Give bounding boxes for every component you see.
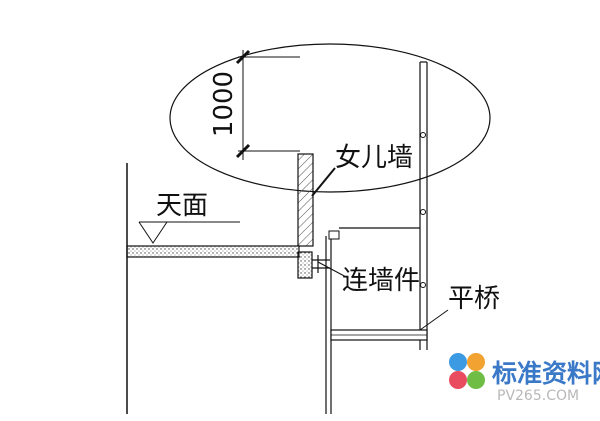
wall-tie-leader bbox=[317, 261, 349, 279]
dimension-line bbox=[235, 49, 300, 160]
inner-scaffold-post bbox=[325, 236, 332, 414]
ring-beam bbox=[297, 251, 313, 279]
outer-post-coupler bbox=[420, 132, 426, 288]
highlight-ellipse bbox=[169, 43, 491, 193]
watermark-logo bbox=[449, 353, 485, 389]
watermark-title: 标准资料网 bbox=[492, 359, 600, 388]
flat-bridge-label: 平桥 bbox=[448, 284, 500, 314]
outer-scaffold-post bbox=[419, 61, 428, 340]
wall-tie-label: 连墙件 bbox=[342, 266, 420, 296]
dimension-value: 1000 bbox=[209, 71, 239, 137]
roof-level-marker bbox=[138, 221, 240, 244]
parapet-leader bbox=[311, 167, 336, 197]
watermark-url: PV265.COM bbox=[497, 388, 579, 404]
lower-scaffold-post bbox=[419, 340, 428, 350]
parapet-label: 女儿墙 bbox=[335, 143, 413, 173]
guard-rail-cap bbox=[328, 230, 340, 240]
flat-bridge-leader bbox=[419, 309, 449, 331]
roof-label: 天面 bbox=[156, 191, 208, 221]
roof-slab bbox=[126, 245, 300, 258]
wall-tie bbox=[312, 255, 330, 273]
parapet-wall bbox=[297, 153, 314, 247]
